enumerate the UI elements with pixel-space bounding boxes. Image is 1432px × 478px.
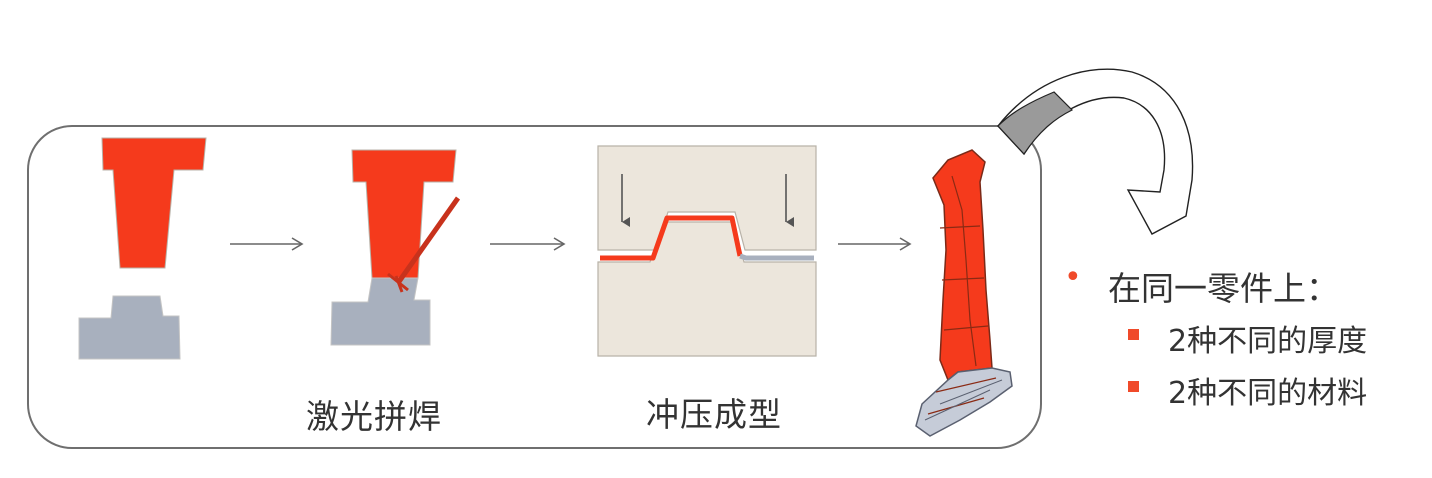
b-pillar-part	[915, 149, 1013, 437]
step-label-laser-welding: 激光拼焊	[306, 397, 442, 436]
welded-grey-part	[330, 277, 431, 346]
formed-sheet-grey	[739, 253, 814, 261]
stamping-die	[597, 145, 817, 357]
notes-item-text: 2种不同的材料	[1168, 376, 1368, 411]
welded-red-part	[351, 149, 457, 279]
curved-callout-arrow	[997, 68, 1194, 235]
b-pillar-red-section	[932, 149, 993, 382]
laser-beam	[395, 196, 461, 285]
red-blank	[101, 137, 207, 269]
bullet-square-icon	[1128, 329, 1139, 340]
bullet-dot-icon: •	[1064, 260, 1082, 295]
grey-blank	[78, 295, 181, 360]
notes-heading-text: 在同一零件上：	[1108, 269, 1339, 308]
welded-blank	[330, 149, 461, 346]
weld-cross-2	[394, 275, 404, 293]
step-label-stamping: 冲压成型	[646, 395, 782, 434]
upper-die	[597, 145, 817, 251]
process-frame	[27, 125, 1042, 449]
bullet-square-icon	[1128, 381, 1139, 392]
formed-sheet-red	[600, 215, 743, 261]
notes-item-text: 2种不同的厚度	[1168, 324, 1368, 359]
b-pillar-ribs	[927, 175, 997, 415]
callout-arrow-shade	[997, 91, 1074, 155]
notes-item: 2种不同的厚度	[1128, 316, 1368, 360]
b-pillar-grey-ribs	[924, 379, 1003, 421]
notes-item: 2种不同的材料	[1128, 368, 1368, 412]
separate-blanks	[78, 137, 207, 360]
